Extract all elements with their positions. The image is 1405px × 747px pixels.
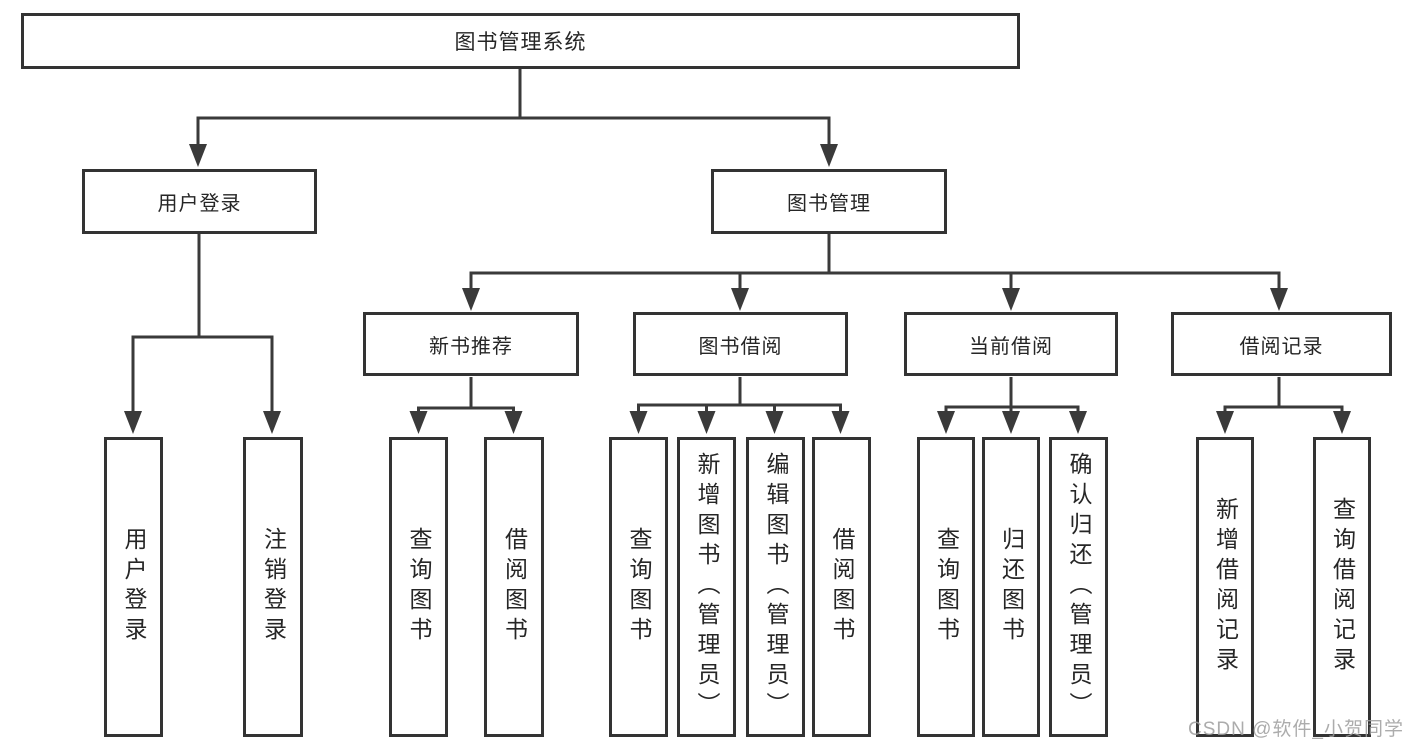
leaf-br-add-record: 新增借阅记录 <box>1196 437 1254 737</box>
node-new-book-recommend: 新书推荐 <box>363 312 579 376</box>
leaf-br-add-record-label: 新增借阅记录 <box>1212 497 1239 677</box>
node-user-login: 用户登录 <box>82 169 317 234</box>
node-root-label: 图书管理系统 <box>454 31 587 54</box>
connector-br-split <box>1223 405 1344 412</box>
leaf-br-query-record: 查询借阅记录 <box>1313 437 1371 737</box>
leaf-bb-add-books-admin-label: 新增图书（管理员） <box>694 452 720 722</box>
leaf-bb-add-books-admin: 新增图书（管理员） <box>677 437 736 737</box>
node-borrowing-records: 借阅记录 <box>1171 312 1392 376</box>
connector-nbr-split <box>417 406 515 412</box>
leaf-bb-edit-books-admin-label: 编辑图书（管理员） <box>763 452 789 722</box>
leaf-logout-label: 注销登录 <box>260 527 287 647</box>
leaf-user-login-label: 用户登录 <box>121 527 147 647</box>
leaf-bb-borrow-books-label: 借阅图书 <box>829 527 855 647</box>
node-borrowing-records-label: 借阅记录 <box>1239 335 1324 358</box>
leaf-nbr-query-books: 查询图书 <box>389 437 448 737</box>
leaf-cb-query-books: 查询图书 <box>917 437 975 737</box>
leaf-user-login: 用户登录 <box>104 437 163 737</box>
leaf-bb-edit-books-admin: 编辑图书（管理员） <box>746 437 805 737</box>
node-book-management: 图书管理 <box>711 169 947 234</box>
leaf-cb-confirm-return-admin: 确认归还（管理员） <box>1049 437 1108 737</box>
connector-root-split <box>196 116 831 146</box>
connector-bookmgmt-split <box>469 271 1281 290</box>
node-current-borrowing-label: 当前借阅 <box>969 335 1053 358</box>
leaf-cb-return-books: 归还图书 <box>982 437 1040 737</box>
node-user-login-label: 用户登录 <box>157 193 242 215</box>
connector-bb-split <box>637 403 842 412</box>
leaf-nbr-borrow-books-label: 借阅图书 <box>501 527 528 647</box>
leaf-bb-query-books-label: 查询图书 <box>626 527 652 647</box>
leaf-nbr-borrow-books: 借阅图书 <box>484 437 544 737</box>
connector-userlogin-split <box>131 335 274 412</box>
leaf-br-query-record-label: 查询借阅记录 <box>1329 497 1356 677</box>
node-book-borrowing-label: 图书借阅 <box>698 335 783 358</box>
node-root: 图书管理系统 <box>21 13 1020 69</box>
leaf-cb-return-books-label: 归还图书 <box>998 527 1025 647</box>
leaf-cb-confirm-return-admin-label: 确认归还（管理员） <box>1066 452 1092 722</box>
node-current-borrowing: 当前借阅 <box>904 312 1118 376</box>
leaf-nbr-query-books-label: 查询图书 <box>406 527 432 647</box>
leaf-logout: 注销登录 <box>243 437 303 737</box>
node-book-management-label: 图书管理 <box>787 193 871 215</box>
node-book-borrowing: 图书借阅 <box>633 312 848 376</box>
leaf-bb-query-books: 查询图书 <box>609 437 668 737</box>
leaf-cb-query-books-label: 查询图书 <box>933 527 960 647</box>
leaf-bb-borrow-books: 借阅图书 <box>812 437 871 737</box>
node-new-book-recommend-label: 新书推荐 <box>429 335 513 358</box>
watermark-text: CSDN @软件_小贺同学 <box>1188 719 1404 740</box>
arrow-heads <box>124 144 1351 434</box>
